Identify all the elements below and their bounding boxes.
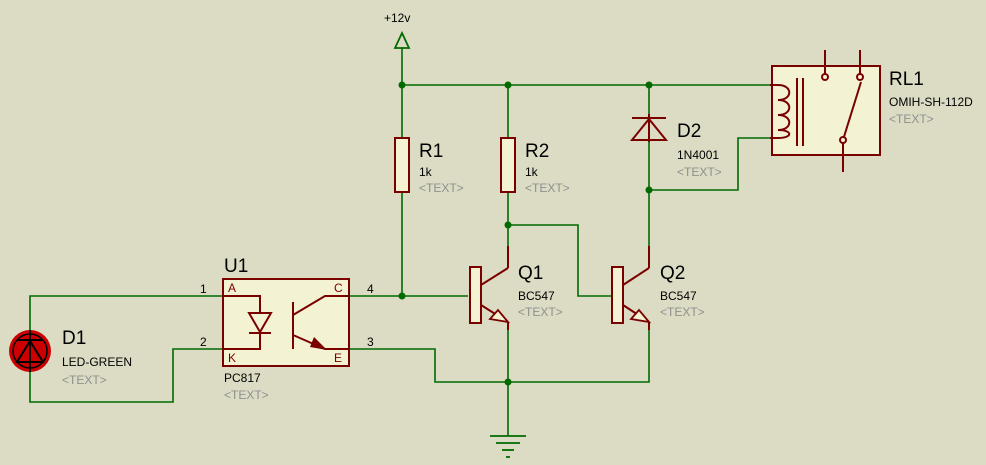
transistor-q1[interactable]: Q1 BC547 <TEXT>: [469, 246, 563, 330]
junction-dot: [504, 221, 512, 229]
diode-d2[interactable]: D2 1N4001 <TEXT>: [629, 114, 722, 179]
q2-text: <TEXT>: [660, 305, 705, 319]
d1-text: <TEXT>: [62, 373, 107, 387]
u1-pin-4: 4: [367, 282, 374, 296]
resistor-r1[interactable]: R1 1k <TEXT>: [394, 137, 464, 195]
u1-photo-arrow-icon: [310, 337, 327, 350]
transistor-q2-arrow-icon: [629, 308, 652, 324]
wire-q1c-q2b: [508, 224, 612, 297]
u1-pin-3: 3: [367, 335, 374, 349]
resistor-r2[interactable]: R2 1k <TEXT>: [500, 137, 570, 195]
u1-pin-e: E: [334, 351, 342, 365]
optocoupler-u1[interactable]: A K C E 1 2 3 4 U1 PC817 <TEXT>: [200, 256, 374, 402]
d2-text: <TEXT>: [677, 165, 722, 179]
r2-ref: R2: [525, 141, 549, 162]
u1-pin-a: A: [228, 281, 236, 295]
u1-led-wire: [223, 295, 261, 313]
u1-pin-c: C: [334, 281, 343, 295]
r1-ref: R1: [419, 141, 443, 162]
rl1-value: OMIH-SH-112D: [889, 95, 973, 109]
wires: [29, 48, 770, 436]
u1-value: PC817: [224, 371, 261, 385]
transistor-q2-collector: [622, 267, 650, 286]
relay-common-contact: [839, 136, 847, 144]
q1-text: <TEXT>: [518, 305, 563, 319]
resistor-r1-body: [394, 137, 410, 193]
d2-value: 1N4001: [677, 148, 719, 162]
relay-nc-contact: [821, 73, 829, 81]
q2-ref: Q2: [660, 263, 685, 284]
q1-ref: Q1: [518, 263, 543, 284]
transistor-q1-arrow-icon: [488, 308, 511, 324]
ground-symbol[interactable]: [490, 435, 526, 458]
r1-value: 1k: [419, 165, 433, 179]
led-d1[interactable]: D1 LED-GREEN <TEXT>: [9, 328, 132, 387]
wire-u1-pin2: [29, 348, 223, 403]
relay-coil-icon: [770, 84, 791, 139]
junctions: [398, 81, 653, 386]
q1-value: BC547: [518, 289, 555, 303]
relay-switch-arm: [842, 81, 862, 141]
transistor-q1-bar: [469, 266, 482, 324]
r2-text: <TEXT>: [525, 181, 570, 195]
transistor-q1-collector: [480, 267, 509, 286]
relay-rl1[interactable]: RL1 OMIH-SH-112D <TEXT>: [770, 50, 973, 172]
rl1-ref: RL1: [889, 69, 924, 90]
optocoupler-u1-body: [222, 278, 350, 367]
r2-value: 1k: [525, 165, 539, 179]
u1-photo-collector: [292, 295, 349, 316]
wire-coil-return: [649, 137, 770, 191]
led-d1-triangle-icon: [15, 339, 45, 363]
d1-value: LED-GREEN: [62, 355, 132, 369]
relay-no-contact: [856, 73, 864, 81]
transistor-q2[interactable]: Q2 BC547 <TEXT>: [611, 246, 705, 330]
junction-dot: [504, 81, 512, 89]
u1-pin-1: 1: [200, 282, 207, 296]
wire-q2-emitter: [350, 330, 650, 383]
u1-pin-2: 2: [200, 335, 207, 349]
r1-text: <TEXT>: [419, 181, 464, 195]
resistor-r2-body: [500, 137, 516, 193]
wire-u1-pin1: [29, 295, 223, 330]
q2-value: BC547: [660, 289, 697, 303]
transistor-q2-bar: [611, 266, 624, 324]
u1-text: <TEXT>: [224, 388, 269, 402]
rl1-text: <TEXT>: [889, 112, 934, 126]
u1-pin-k: K: [228, 351, 236, 365]
junction-dot: [398, 292, 406, 300]
u1-led-wire: [223, 333, 261, 350]
junction-dot: [645, 186, 653, 194]
u1-ref: U1: [224, 256, 248, 277]
power-terminal[interactable]: +12v: [384, 11, 411, 49]
power-label: +12v: [384, 11, 410, 25]
junction-dot: [645, 81, 653, 89]
junction-dot: [398, 81, 406, 89]
power-arrow-icon: [393, 30, 411, 49]
d1-ref: D1: [62, 328, 86, 349]
u1-led-icon: [247, 312, 273, 334]
junction-dot: [504, 378, 512, 386]
d2-ref: D2: [677, 121, 701, 142]
